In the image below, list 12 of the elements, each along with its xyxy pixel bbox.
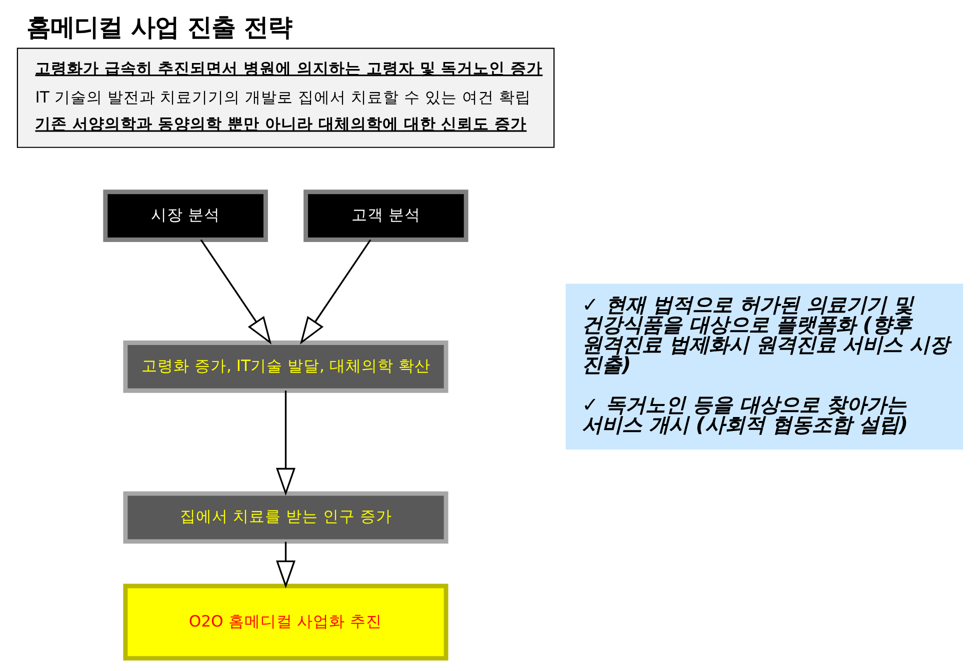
arrow — [300, 239, 372, 344]
node-box: ✓ 현재 법적으로 허가된 의료기기 및 건강식품을 대상으로 플랫폼화 (향후 원격진료 법제화시 원격진료 서비스 시장 진출) ✓ 독거노인 등을 대상으로 찾아가는 서비스 개시 (사회적 협동조합 설립) — [566, 284, 964, 450]
node-box: 시장 분석 — [103, 190, 268, 242]
node-box: 고령화 증가, IT기술 발달, 대체의학 확산 — [123, 340, 448, 393]
node-box: 고객 분석 — [304, 190, 468, 242]
arrow — [200, 239, 272, 344]
diagram-title: 홈메디컬 사업 진출 전략 — [26, 12, 292, 42]
arrow — [276, 390, 296, 496]
arrow — [276, 542, 296, 588]
node-box: 고령화가 급속히 추진되면서 병원에 의지하는 고령자 및 독거노인 증가 IT 기술의 발전과 치료기기의 개발로 집에서 치료할 수 있는 여건 확립 기존 서양의학과 동양의학 뿐만 아니라 대체의학에 대한 신뢰도 증가 — [16, 48, 555, 148]
node-box: 집에서 치료를 받는 인구 증가 — [123, 491, 448, 544]
node-box: O2O 홈메디컬 사업화 추진 — [123, 584, 448, 661]
